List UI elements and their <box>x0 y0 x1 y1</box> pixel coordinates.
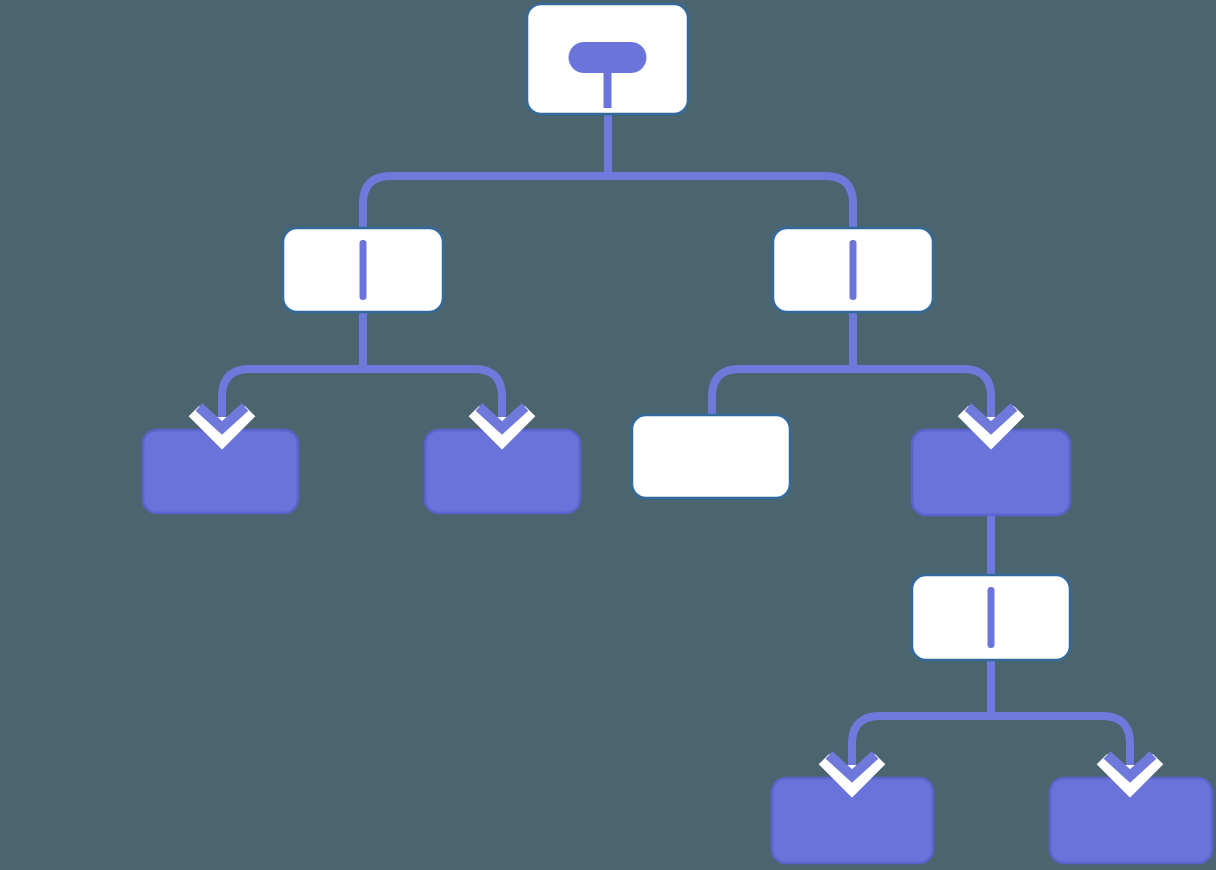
connector-left-split <box>218 365 506 417</box>
divider-bar-icon <box>987 587 995 648</box>
connector-bottom-split <box>848 712 1134 765</box>
divider-bar-icon <box>359 240 367 300</box>
double-chevron-arrowhead-icon <box>825 751 879 783</box>
arrow-halo-chevron-icon <box>957 405 1025 450</box>
plain-node[interactable] <box>630 413 792 500</box>
root-pill-icon <box>568 42 647 73</box>
arrow-halo-chevron-icon <box>468 405 536 450</box>
double-chevron-arrowhead-icon <box>195 403 249 435</box>
double-chevron-arrowhead-icon <box>964 403 1018 435</box>
arrow-halo-chevron-icon <box>188 405 256 450</box>
root-pill-stem-icon <box>603 68 612 108</box>
connector-right-split <box>708 365 995 418</box>
connector-top-split <box>359 172 857 230</box>
arrow-halo-chevron-icon <box>1096 753 1164 798</box>
double-chevron-arrowhead-icon <box>475 403 529 435</box>
double-chevron-arrowhead-icon <box>1103 751 1157 783</box>
arrow-halo-chevron-icon <box>818 753 886 798</box>
divider-bar-icon <box>849 240 857 300</box>
